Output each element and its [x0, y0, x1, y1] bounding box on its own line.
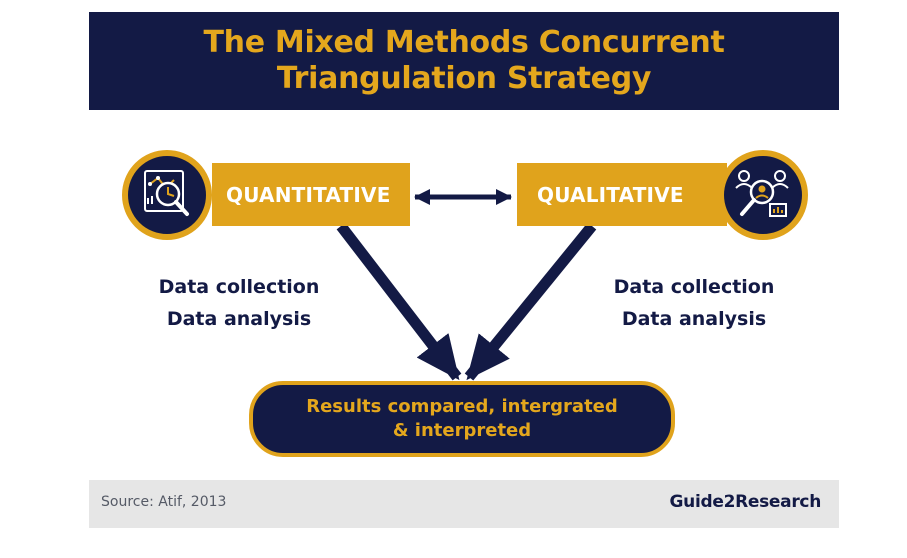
results-pill: Results compared, intergrated & interpre… — [249, 381, 675, 457]
diagram-arrows — [336, 189, 597, 381]
results-line-1: Results compared, intergrated — [306, 396, 618, 417]
quantitative-step-analysis: Data analysis — [166, 308, 312, 330]
quantitative-icon-circle — [122, 150, 212, 240]
results-line-2: & interpreted — [392, 420, 532, 441]
quantitative-steps: Data collection Data analysis — [139, 271, 339, 335]
infographic-card: The Mixed Methods Concurrent Triangulati… — [89, 12, 839, 528]
qualitative-step-analysis: Data analysis — [621, 308, 767, 330]
people-research-magnifier-icon — [735, 170, 789, 217]
qualitative-box: QUALITATIVE — [517, 163, 727, 226]
title-line-1: The Mixed Methods Concurrent — [203, 25, 725, 60]
data-analysis-magnifier-icon — [144, 170, 189, 216]
qualitative-to-results-arrow — [464, 222, 597, 381]
title-banner: The Mixed Methods Concurrent Triangulati… — [89, 12, 839, 110]
quantitative-box: QUANTITATIVE — [212, 163, 410, 226]
quantitative-label: QUANTITATIVE — [226, 182, 391, 207]
quantitative-step-collection: Data collection — [158, 276, 320, 298]
title-line-2: Triangulation Strategy — [276, 61, 652, 96]
qualitative-step-collection: Data collection — [613, 276, 775, 298]
quantitative-to-results-arrow — [336, 222, 462, 381]
brand-logo: Guide2Research — [669, 492, 821, 512]
source-citation: Source: Atif, 2013 — [101, 494, 227, 510]
qualitative-steps: Data collection Data analysis — [594, 271, 794, 335]
qualitative-icon-circle — [718, 150, 808, 240]
qualitative-label: QUALITATIVE — [537, 182, 684, 207]
footer-bar: Source: Atif, 2013 Guide2Research — [89, 480, 839, 528]
